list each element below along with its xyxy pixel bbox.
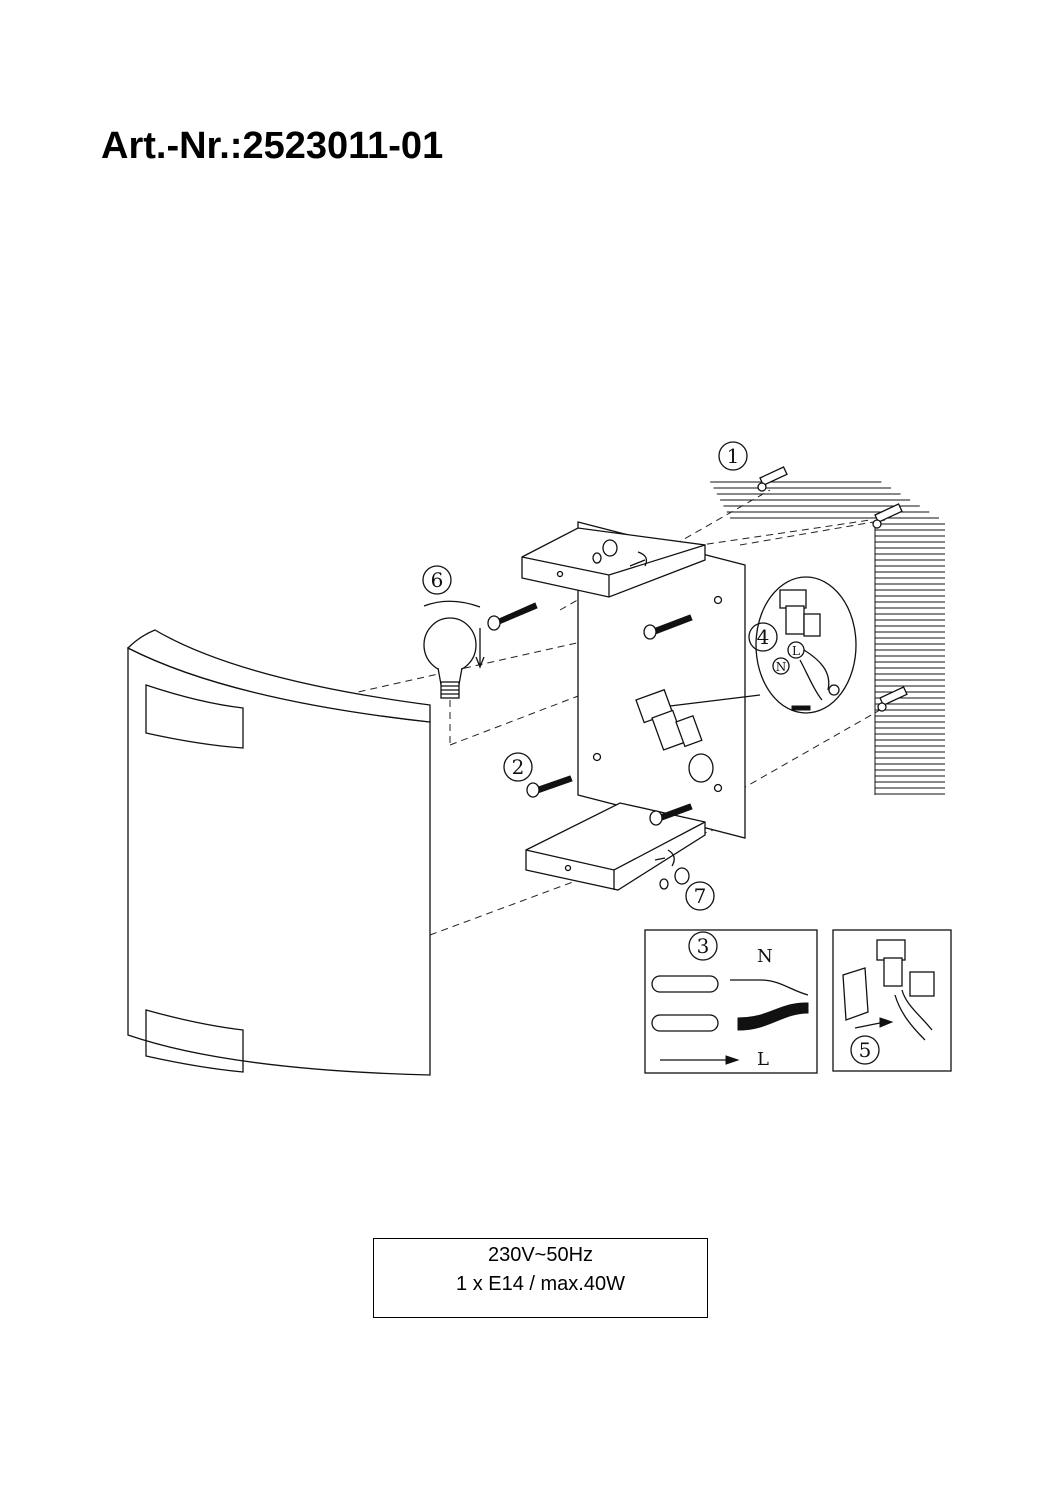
wall-plug-bottom [877, 686, 908, 712]
connection-detail-circle [755, 576, 857, 714]
bottom-bracket [525, 802, 706, 891]
wall-plug-middle [872, 503, 903, 529]
light-bulb [423, 600, 485, 699]
top-bracket [521, 527, 706, 598]
step-1-label: 1 [727, 444, 740, 468]
wire-label-live: L [757, 1049, 769, 1070]
step-5-label: 5 [859, 1038, 872, 1062]
step-6-label: 6 [431, 568, 444, 592]
screw-plate-upper [643, 614, 693, 640]
insert-detail-box [832, 929, 952, 1072]
connection-label-live: L [792, 644, 800, 658]
step-7-label: 7 [694, 884, 707, 908]
step-2-label: 2 [512, 755, 525, 779]
nut-washer [654, 849, 690, 890]
wire-label-neutral: N [757, 946, 773, 967]
article-number-title: Art.-Nr.:2523011-01 [101, 125, 444, 167]
step-labels: 1 2 3 4 5 6 7 [422, 441, 880, 1065]
glass-shade [126, 629, 431, 1076]
screw-bulb-area [487, 602, 538, 631]
spec-voltage: 230V~50Hz [487, 1244, 594, 1266]
spec-bulb: 1 x E14 / max.40W [456, 1273, 625, 1295]
wiring-detail-box [644, 929, 818, 1074]
wall-plug-top [757, 466, 788, 492]
screw-plate-lower-right [649, 803, 693, 826]
step-4-label: 4 [757, 625, 770, 649]
specification-box: 230V~50Hz 1 x E14 / max.40W [373, 1238, 708, 1318]
lamp-socket [635, 688, 761, 751]
step-3-label: 3 [697, 934, 710, 958]
screw-plate-lower-left [526, 775, 573, 798]
connection-label-neutral: N [776, 660, 787, 674]
